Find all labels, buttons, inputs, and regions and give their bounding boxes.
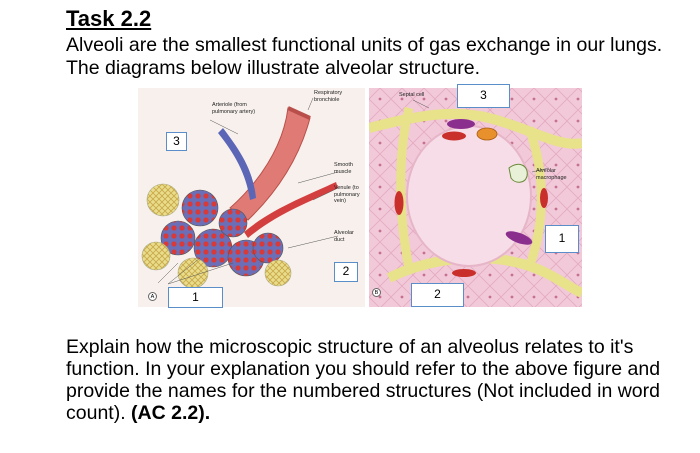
label-venule: Venule (to pulmonary vein) <box>334 185 360 204</box>
label-arteriole: Arteriole (from pulmonary artery) <box>212 102 256 115</box>
question-body: Explain how the microscopic structure of… <box>66 336 661 424</box>
task-title: Task 2.2 <box>66 6 152 31</box>
label-respiratory-bronchiole: Respiratory bronchiole <box>314 90 343 103</box>
label-septal-cell: Septal cell <box>399 92 425 98</box>
assessment-criteria-ref: (AC 2.2). <box>131 402 211 424</box>
number-box-2-b: 2 <box>411 283 464 307</box>
intro-text: Alveoli are the smallest functional unit… <box>66 34 663 79</box>
figure-a-alveolar-sac-diagram: Arteriole (from pulmonary artery) Respir… <box>138 88 365 307</box>
question-text: Explain how the microscopic structure of… <box>66 336 666 424</box>
number-box-3-b: 3 <box>457 84 510 108</box>
label-alveolar-macrophage: Alveolar macrophage <box>536 168 567 181</box>
figure-b-alveolus-cross-section: Septal cell Alveolar macrophage B <box>369 88 582 307</box>
figure-a-marker: A <box>148 292 157 301</box>
figure-b-illustration <box>369 88 582 307</box>
number-box-1-a: 1 <box>168 287 223 308</box>
label-alveolar-duct: Alveolar duct <box>334 230 354 243</box>
number-box-3-a: 3 <box>166 132 187 151</box>
figure-a-illustration <box>141 97 339 289</box>
label-smooth-muscle: Smooth muscle <box>334 162 353 175</box>
figure-b-marker: B <box>372 288 381 297</box>
number-box-1-b: 1 <box>545 225 579 253</box>
number-box-2-a: 2 <box>334 262 358 282</box>
